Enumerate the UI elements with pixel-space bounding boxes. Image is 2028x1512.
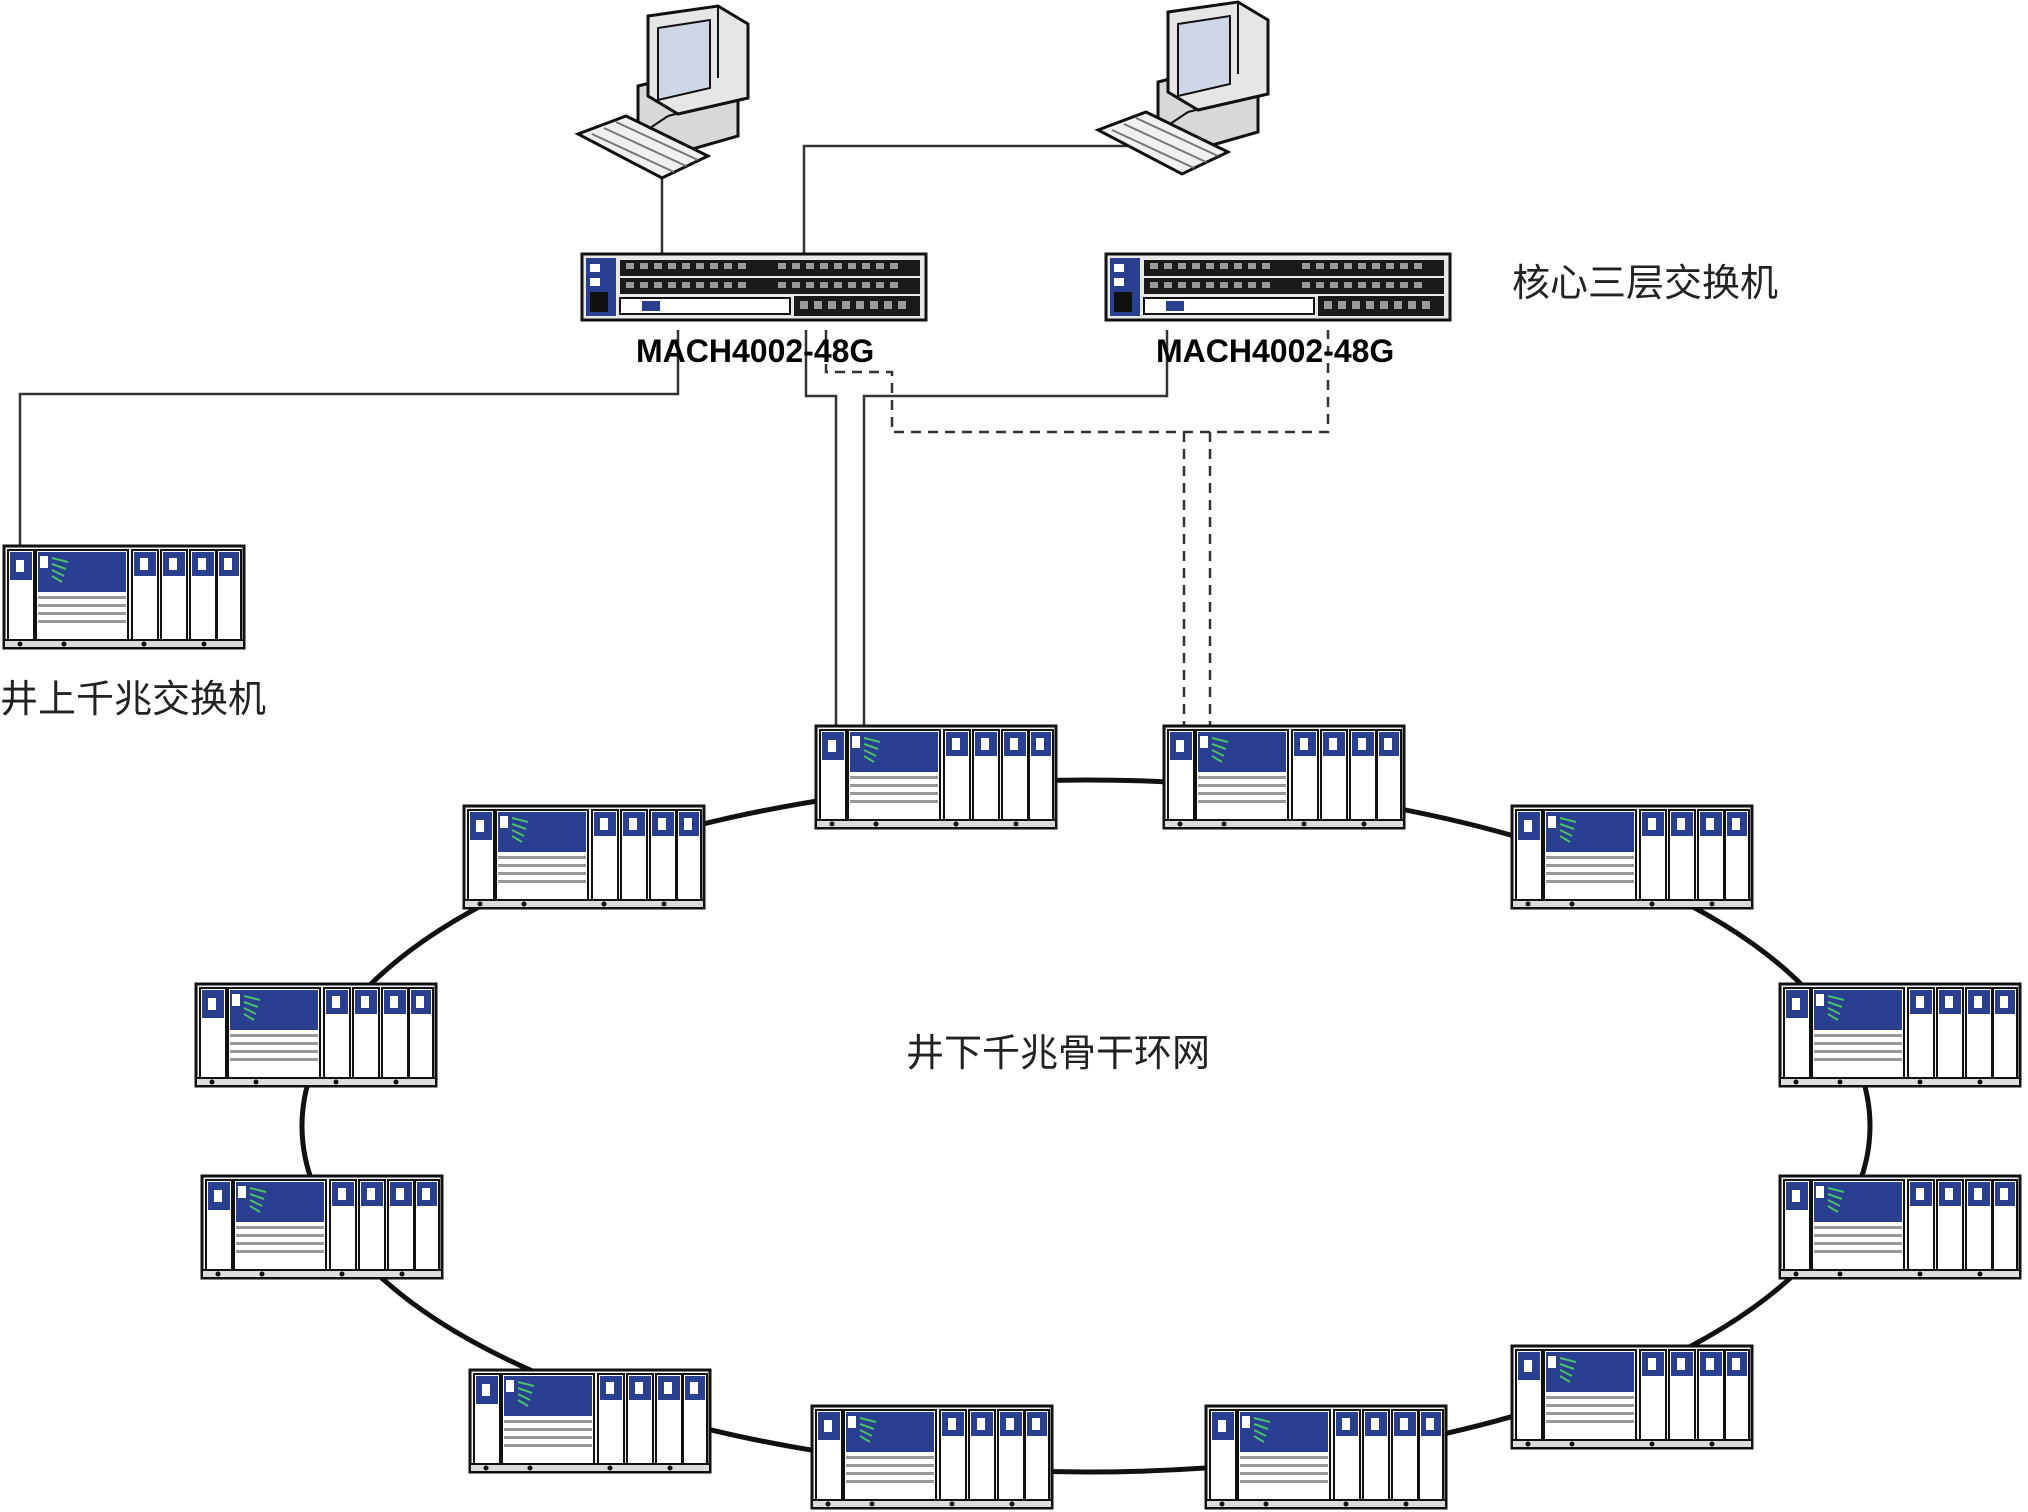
ring-backbone	[299, 777, 1873, 1475]
dashed-links	[824, 330, 1330, 726]
ring-node	[1162, 724, 1406, 830]
surface-switch-caption: 井上千兆交换机	[0, 677, 266, 721]
ring-node	[1778, 1174, 2022, 1280]
solid-links	[18, 144, 1169, 726]
ring-node	[1510, 804, 1754, 910]
core-switch-left	[580, 252, 928, 322]
ring-node	[468, 1368, 712, 1474]
core-switch-right	[1104, 252, 1452, 322]
core-switch-right-model: MACH4002-48G	[1156, 333, 1394, 369]
core-switch-left-model: MACH4002-48G	[636, 333, 874, 369]
surface-switch	[2, 544, 246, 650]
workstation-right-icon	[1096, 0, 1270, 176]
ring-node	[1778, 982, 2022, 1088]
ring-node	[200, 1174, 444, 1280]
ring-node	[194, 982, 438, 1088]
core-switch-caption: 核心三层交换机	[1512, 261, 1778, 305]
ring-node	[1204, 1404, 1448, 1510]
ring-caption: 井下千兆骨干环网	[906, 1031, 1210, 1075]
ring-node	[1510, 1344, 1754, 1450]
ring-node	[462, 804, 706, 910]
ring-node	[810, 1404, 1054, 1510]
workstation-left-icon	[576, 4, 750, 180]
ring-node	[814, 724, 1058, 830]
ring-nodes	[194, 724, 2022, 1510]
